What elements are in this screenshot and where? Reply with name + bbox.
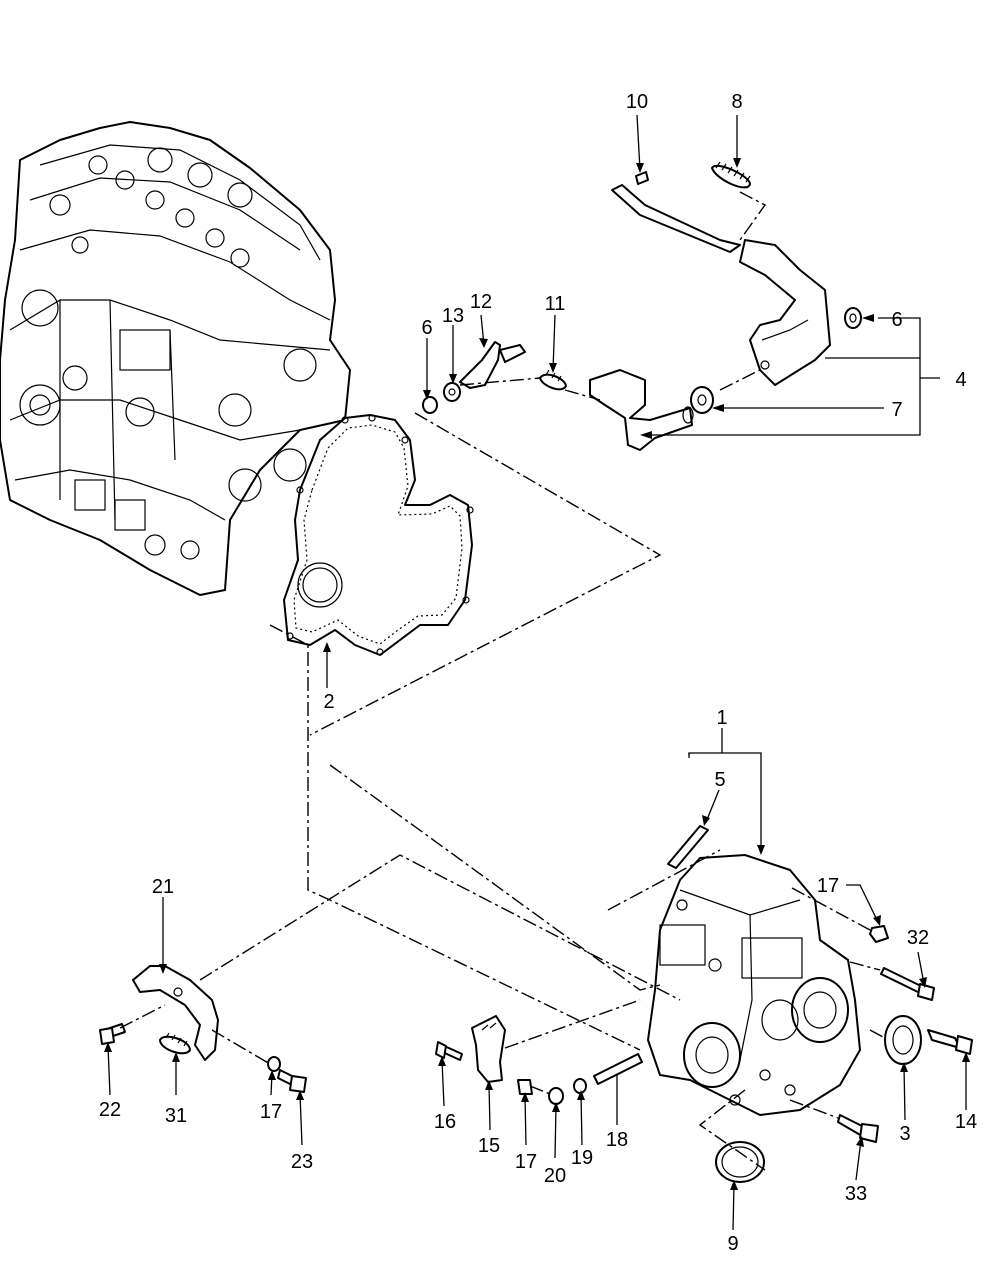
- callout-12: 12: [470, 291, 492, 313]
- callout-6-left: 6: [421, 317, 432, 339]
- bracket-assembly-center: [435, 1015, 643, 1105]
- callout-33: 33: [845, 1183, 867, 1205]
- assembly-lines: [119, 191, 886, 1171]
- callout-3: 3: [899, 1123, 910, 1145]
- callout-19: 19: [571, 1147, 593, 1169]
- callout-labels: 1 2 3 4 5 6 6 7 8 9 10 11 12 13 14 15 16…: [99, 91, 977, 1255]
- callout-18: 18: [606, 1129, 628, 1151]
- callout-11: 11: [545, 293, 566, 315]
- callout-20: 20: [544, 1165, 566, 1187]
- callout-6-right: 6: [891, 309, 902, 331]
- gear-case: [647, 825, 973, 1183]
- callout-4: 4: [955, 369, 966, 391]
- callout-1: 1: [716, 707, 727, 729]
- callout-7: 7: [891, 399, 902, 421]
- callout-17-center: 17: [515, 1151, 537, 1173]
- callout-16: 16: [434, 1111, 456, 1133]
- callout-9: 9: [727, 1233, 738, 1255]
- callout-17-left: 17: [260, 1101, 282, 1123]
- callout-22: 22: [99, 1099, 121, 1121]
- callout-14: 14: [955, 1111, 977, 1133]
- callout-13: 13: [442, 305, 464, 327]
- callout-31: 31: [165, 1105, 187, 1127]
- callout-15: 15: [478, 1135, 500, 1157]
- callout-10: 10: [626, 91, 648, 113]
- governor-lever-assembly: [422, 161, 862, 451]
- callout-5: 5: [714, 769, 725, 791]
- callout-32: 32: [907, 927, 929, 949]
- gasket: [283, 414, 474, 656]
- callout-21: 21: [152, 876, 174, 898]
- arrowheads: [104, 158, 970, 1190]
- callout-2: 2: [323, 691, 334, 713]
- callout-8: 8: [731, 91, 742, 113]
- callout-17-top: 17: [817, 875, 839, 897]
- leader-lines: [107, 114, 967, 1231]
- bracket-assembly-left: [99, 965, 307, 1093]
- engine-block: [0, 121, 351, 596]
- callout-23: 23: [291, 1151, 313, 1173]
